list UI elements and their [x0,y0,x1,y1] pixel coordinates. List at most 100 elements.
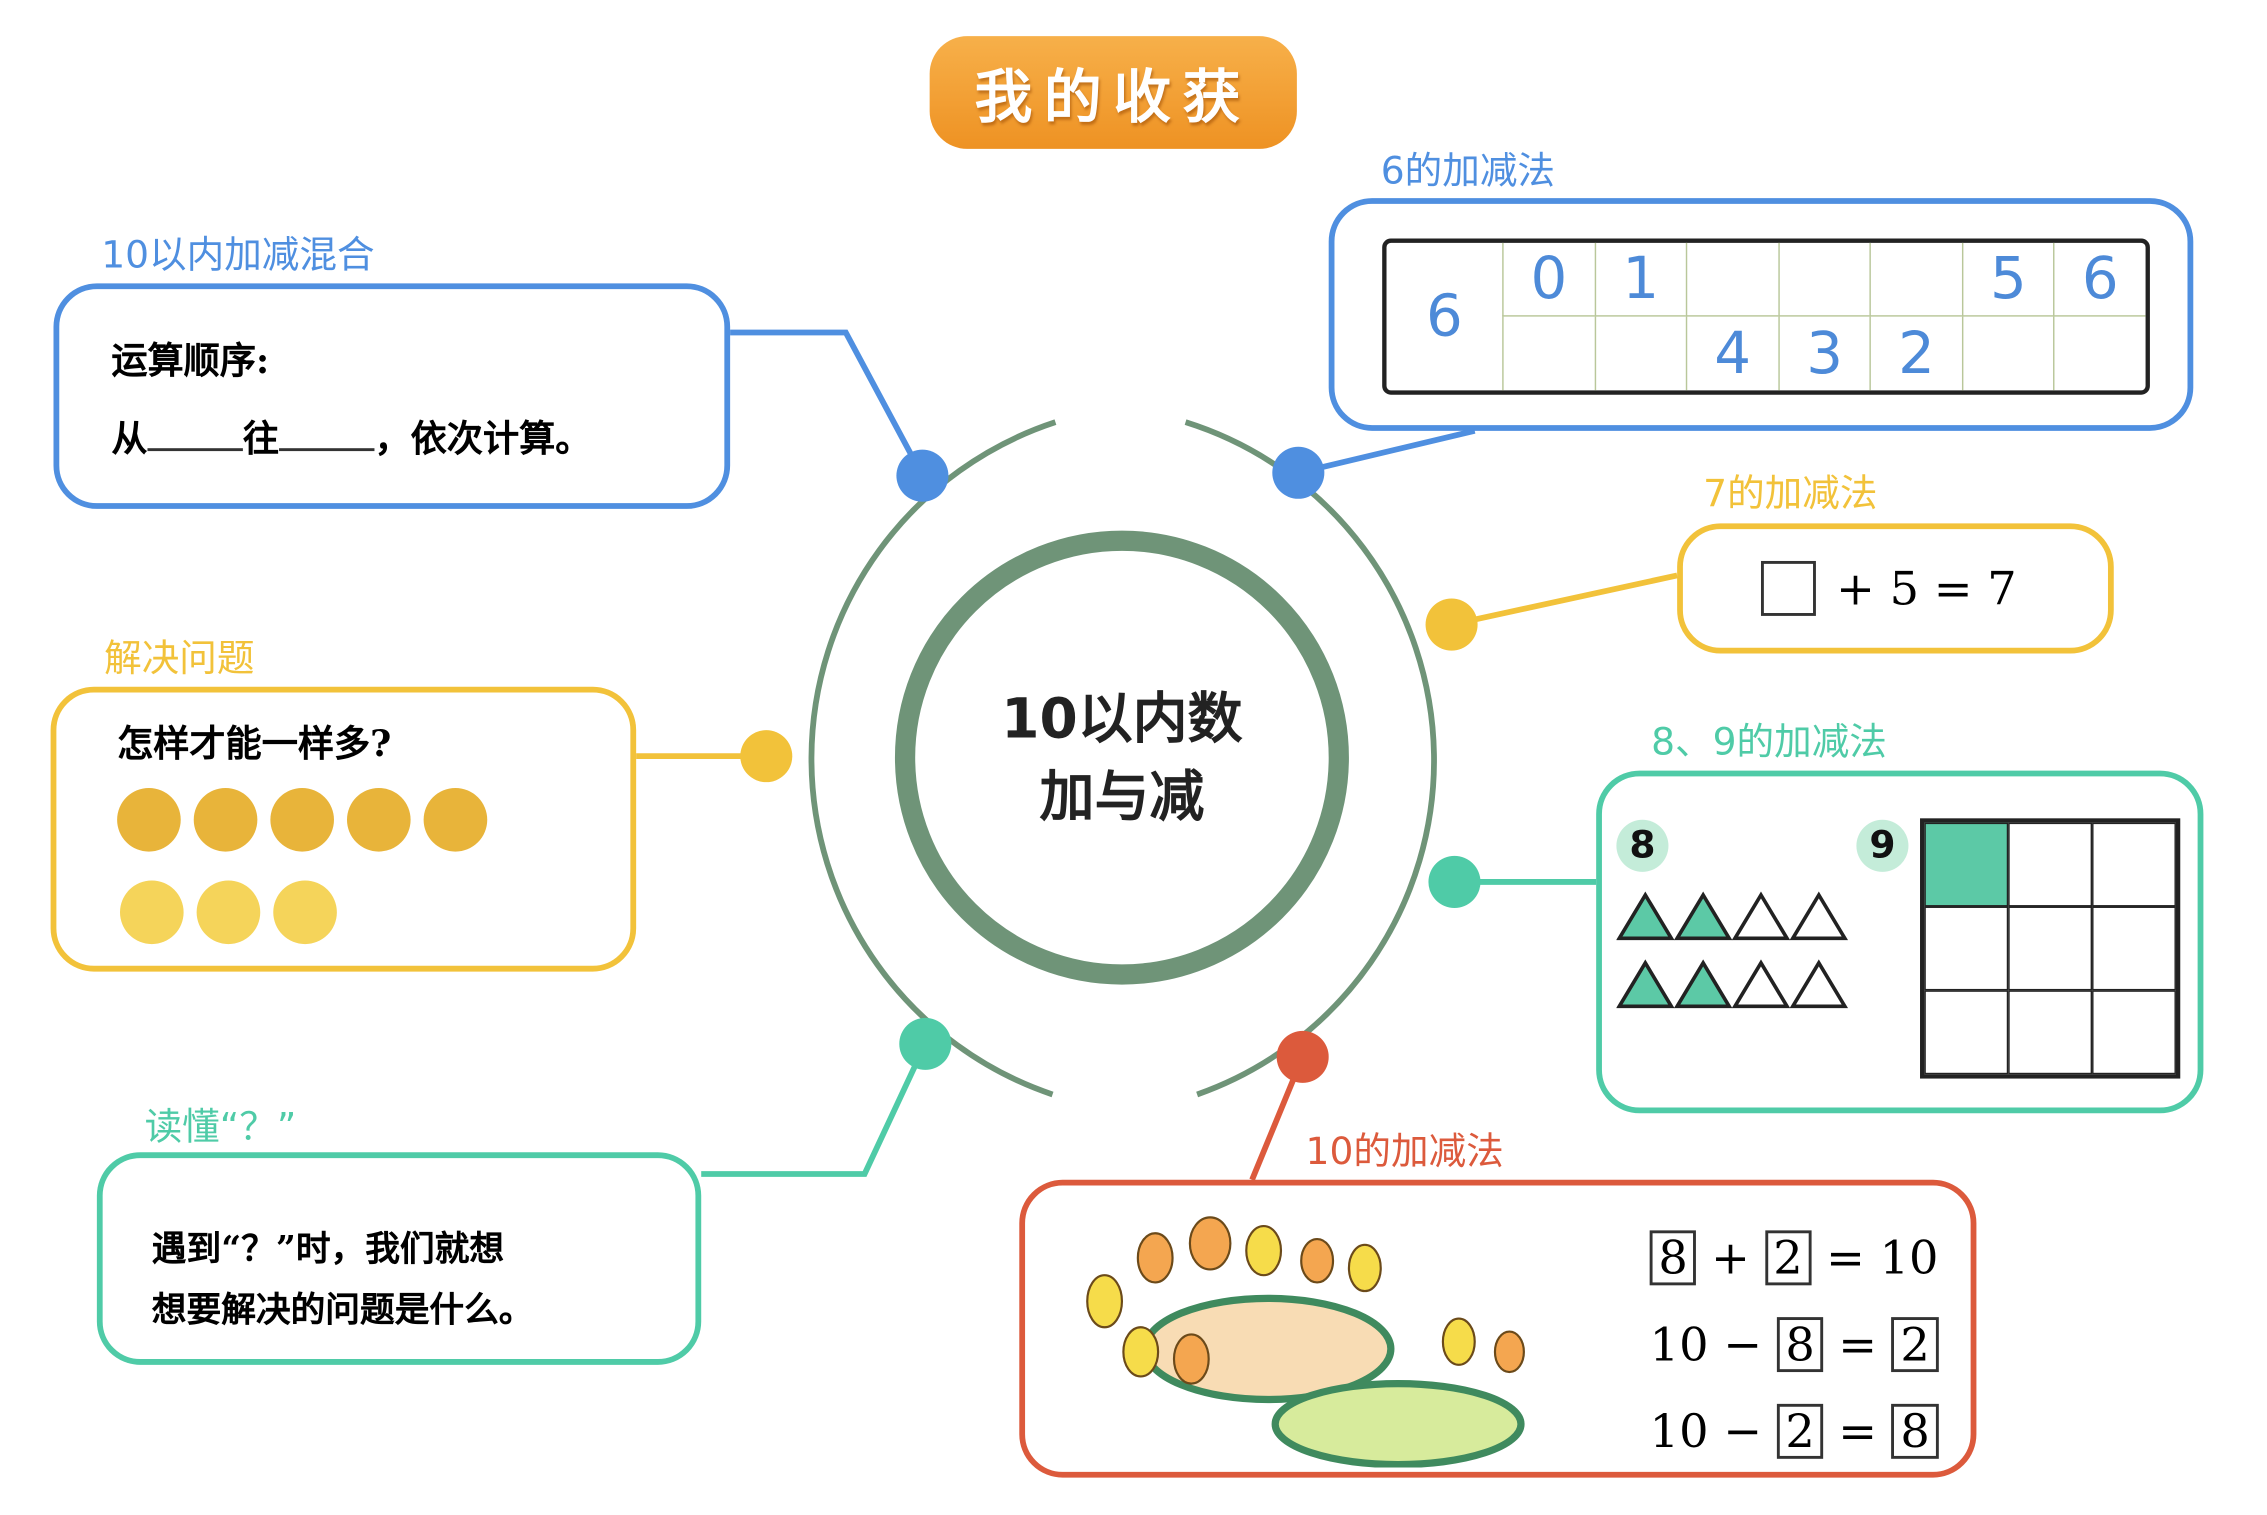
equals: = [1838,1317,1877,1373]
text-from: 从 [111,417,148,460]
grid-cell [2092,906,2176,991]
solve-label: 解决问题 [104,637,255,681]
cell [2053,316,2146,391]
cell [1686,242,1778,317]
nine-grid [1920,818,2181,1079]
ten-box: 8 + 2 = 10 10 − 8 = 2 10 − 2 = 8 [1019,1179,1977,1478]
cell: 6 [2053,242,2146,317]
grid-cell [1924,906,2009,991]
counter-dot [196,880,261,945]
eq-box: 8 [1891,1403,1939,1459]
node-dot-teal [899,1017,952,1070]
node-dot-yellow [1425,598,1478,651]
seven-label: 7的加减法 [1703,472,1878,517]
cell [1502,316,1594,391]
solve-question: 怎样才能一样多? [117,722,392,765]
grid-cell [1924,822,2009,907]
mixed-line1: 运算顺序: [111,339,270,382]
counter-row-1 [117,787,488,852]
triangle [1731,891,1791,941]
chicks-illustration [1086,1216,1525,1468]
counter-dot [117,787,181,852]
blank-1[interactable] [147,448,243,452]
seven-box: + 5 = 7 [1677,523,2114,654]
counter-dot [270,787,334,852]
understand-label: 读懂“？” [144,1106,297,1150]
center-line-2: 加与减 [1039,764,1205,829]
mixed-line2: 从 往 ，依次计算。 [111,411,591,463]
center-topic: 10以内数 加与减 [905,680,1339,836]
operator: − [1723,1403,1763,1459]
grid-cell [2008,990,2093,1075]
equals: = [1826,1230,1865,1286]
operator: + [1711,1230,1750,1286]
center-line-1: 10以内数 [1001,686,1243,751]
equation-1: 8 + 2 = 10 [1649,1214,1939,1301]
connector-seven [1450,572,1678,628]
counter-dot [346,787,411,852]
six-decomposition-table: 6 0 1 5 6 4 3 2 [1382,238,2150,395]
triangle [1616,959,1675,1009]
result: 10 [1879,1230,1939,1286]
solve-box: 怎样才能一样多? [50,686,637,972]
six-whole: 6 [1425,283,1463,350]
eq-box: 8 [1649,1230,1697,1286]
cell [1869,242,1962,317]
eq-box: 2 [1776,1403,1824,1459]
triangle [1789,959,1849,1009]
eightnine-label: 8、9的加减法 [1651,721,1887,765]
counter-dot [120,880,184,945]
connector-mixed [730,329,925,478]
grid-cell [2092,822,2176,907]
equation-3: 10 − 2 = 8 [1650,1388,1939,1475]
understand-line2: 想要解决的问题是什么。 [151,1288,534,1331]
inner-ring [894,530,1349,985]
badge-nine: 9 [1856,819,1909,872]
six-label: 6的加减法 [1380,150,1556,194]
triangle [1673,959,1733,1009]
badge-eight: 8 [1616,819,1669,872]
cell: 3 [1777,316,1870,391]
equals: = [1838,1403,1877,1459]
equation-2: 10 − 8 = 2 [1650,1301,1939,1388]
answer-blank[interactable] [1760,560,1816,616]
cell: 1 [1594,242,1687,317]
eq-box: 2 [1891,1317,1939,1373]
node-dot-red [1276,1030,1329,1083]
understand-line1: 遇到“？”时，我们就想 [151,1227,505,1270]
text-to: 往 [242,417,280,460]
cell [1594,316,1686,391]
connector-six [1297,428,1476,476]
cell: 0 [1502,242,1595,317]
triangles [1616,891,1849,1009]
cell [1961,316,2054,391]
node-dot-teal [1428,855,1481,908]
understand-box: 遇到“？”时，我们就想 想要解决的问题是什么。 [96,1152,702,1365]
operand: 10 [1649,1403,1709,1459]
cell: 2 [1869,316,1962,391]
operand: 10 [1649,1317,1709,1373]
triangle [1673,891,1733,941]
seven-equation: + 5 = 7 [1836,560,2017,616]
page-title: 我的收获 [929,36,1297,149]
grid-cell [1924,990,2009,1075]
cell [1777,242,1870,317]
connector-understand [701,1042,928,1177]
counter-dot [273,880,337,945]
mixed-box: 运算顺序: 从 往 ，依次计算。 [53,283,731,509]
triangle [1789,891,1849,941]
blank-2[interactable] [279,448,375,452]
mixed-label: 10以内加减混合 [101,234,375,278]
counter-dot [423,787,488,852]
grid-cell [2092,990,2176,1075]
cell: 4 [1686,316,1778,391]
ten-label: 10的加减法 [1305,1130,1504,1174]
text-then: ，依次计算。 [374,417,592,460]
operator: − [1723,1317,1763,1373]
triangle [1731,959,1791,1009]
node-dot-yellow [740,730,793,783]
eq-box: 2 [1764,1230,1812,1286]
cell: 5 [1961,242,2054,317]
grid-cell [2008,822,2093,907]
